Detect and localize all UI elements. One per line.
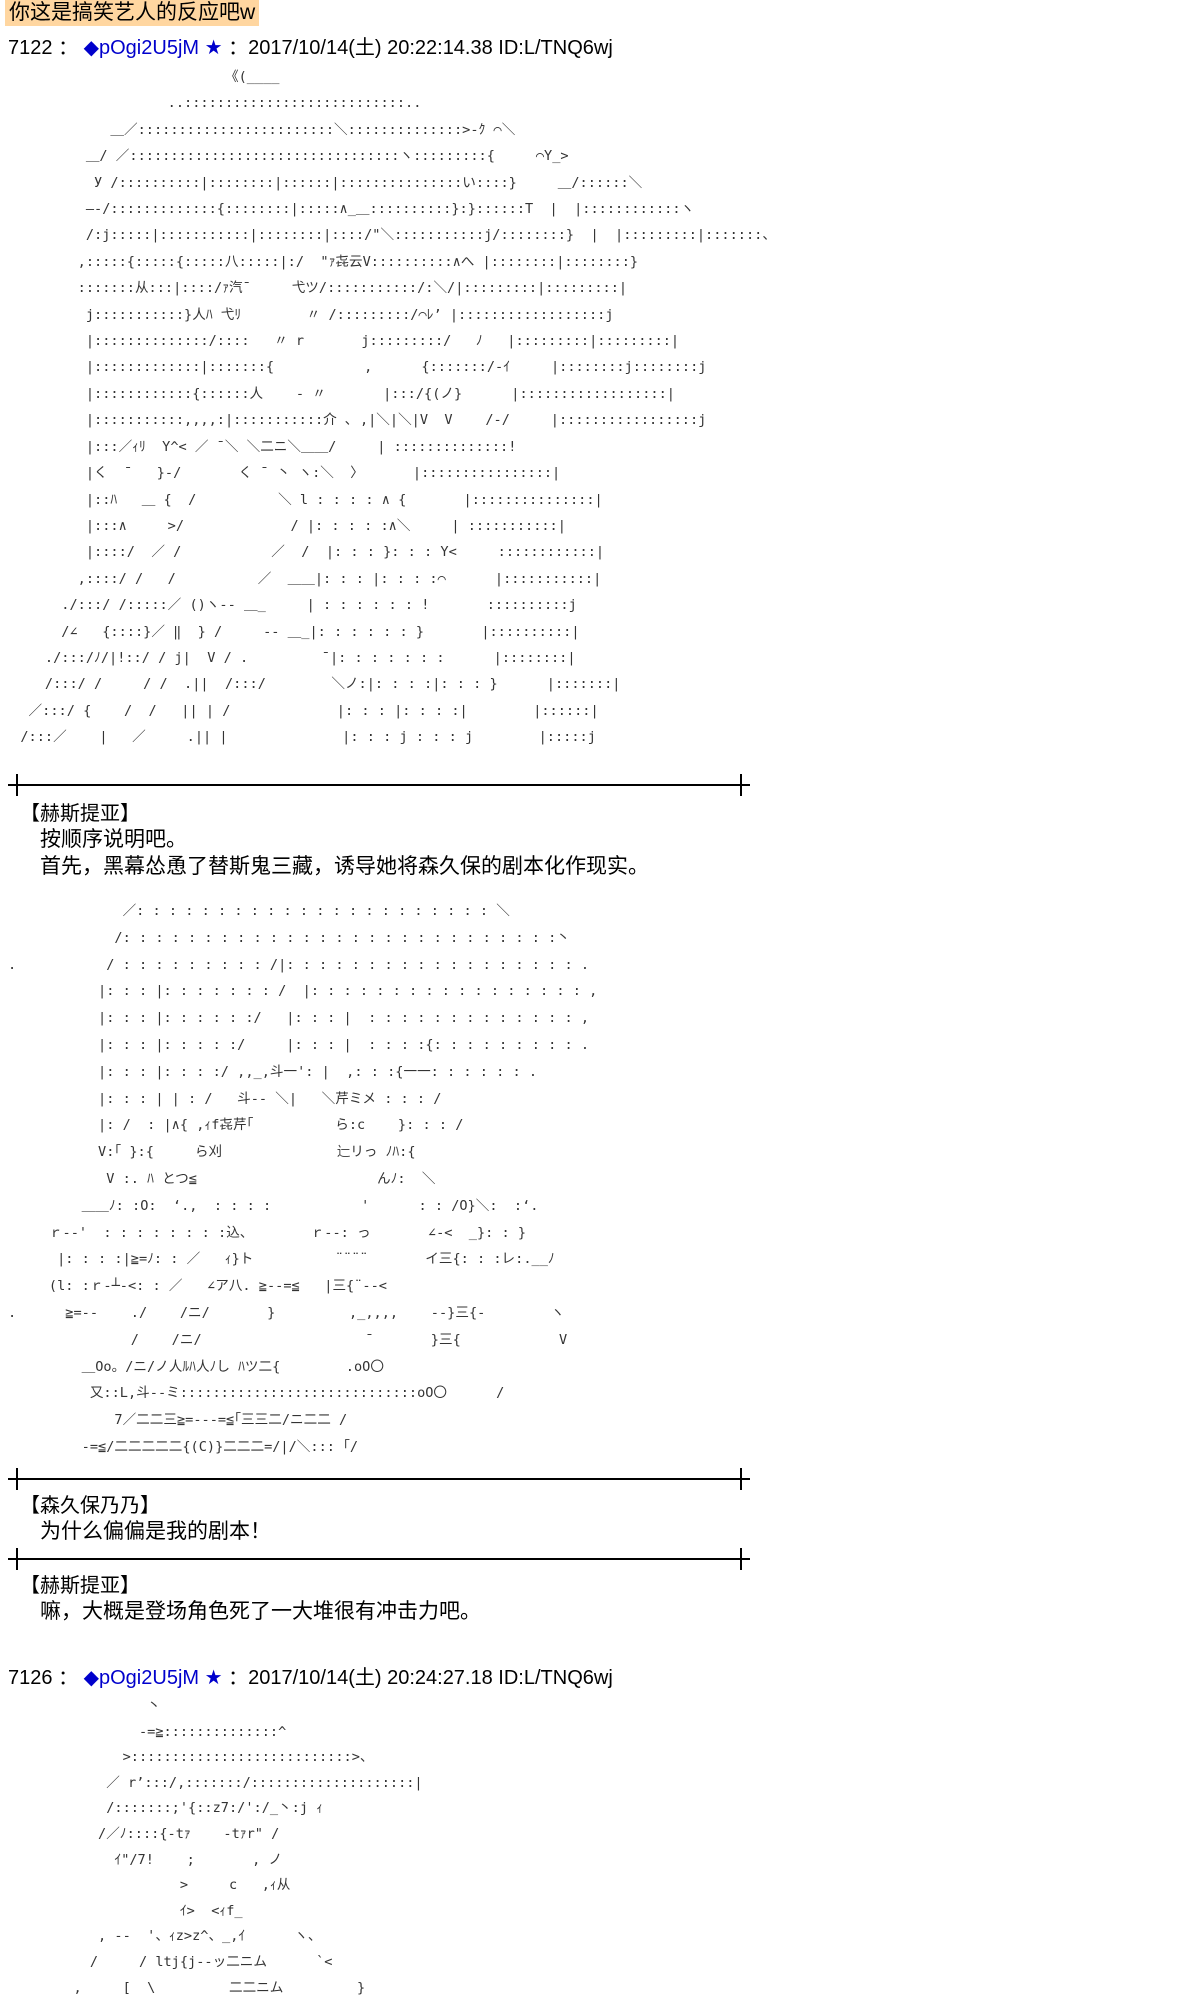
speaker-label: 【森久保乃乃】 — [20, 1495, 160, 1517]
ascii-art-hestia: 《(____ ..:::::::::::::::::::::::::::.. ＿… — [20, 69, 776, 746]
divider-tick-right — [740, 1468, 742, 1490]
post-number: 7122 — [8, 37, 53, 59]
divider-tick-left — [16, 1468, 18, 1490]
tripcode-link[interactable]: ◆pOgi2U5jM — [83, 37, 200, 59]
thread-title-banner: 你这是搞笑艺人的反应吧w — [5, 0, 260, 26]
dialogue-divider — [8, 1558, 750, 1560]
dialogue-divider — [8, 784, 750, 786]
post-number: 7126 — [8, 1667, 53, 1689]
speaker-label: 【赫斯提亚】 — [20, 803, 140, 825]
post-meta: ：2017/10/14(土) 20:24:27.18 ID:L/TNQ6wj — [228, 1667, 613, 1689]
divider-tick-left — [16, 774, 18, 796]
dialogue-line: 按顺序说明吧。 — [40, 828, 187, 851]
dialogue-line: 嘛，大概是登场角色死了一大堆很有冲击力吧。 — [40, 1600, 481, 1623]
divider-tick-right — [740, 774, 742, 796]
star-icon: ★ — [204, 1667, 223, 1689]
ascii-art-morikubo: ／: : : : : : : : : : : : : : : : : : : :… — [8, 903, 598, 1455]
tripcode-link[interactable]: ◆pOgi2U5jM — [83, 1667, 200, 1689]
divider-tick-left — [16, 1548, 18, 1570]
post-separator: ： — [58, 37, 79, 59]
post-header: 7126 ： ◆pOgi2U5jM ★ ：2017/10/14(土) 20:24… — [8, 1666, 613, 1690]
dialogue-divider — [8, 1478, 750, 1480]
post-header: 7122 ： ◆pOgi2U5jM ★ ：2017/10/14(土) 20:22… — [8, 36, 613, 60]
dialogue-line: 为什么偏偏是我的剧本！ — [40, 1520, 271, 1543]
post-meta: ：2017/10/14(土) 20:22:14.38 ID:L/TNQ6wj — [228, 37, 613, 59]
star-icon: ★ — [204, 37, 223, 59]
post-separator: ： — [58, 1667, 79, 1689]
speaker-label: 【赫斯提亚】 — [20, 1575, 140, 1597]
ascii-art-next: 丶 -=≧::::::::::::::^ >::::::::::::::::::… — [73, 1698, 423, 1996]
dialogue-line: 首先，黑幕怂恿了替斯鬼三藏，诱导她将森久保的剧本化作现实。 — [40, 855, 649, 878]
divider-tick-right — [740, 1548, 742, 1570]
